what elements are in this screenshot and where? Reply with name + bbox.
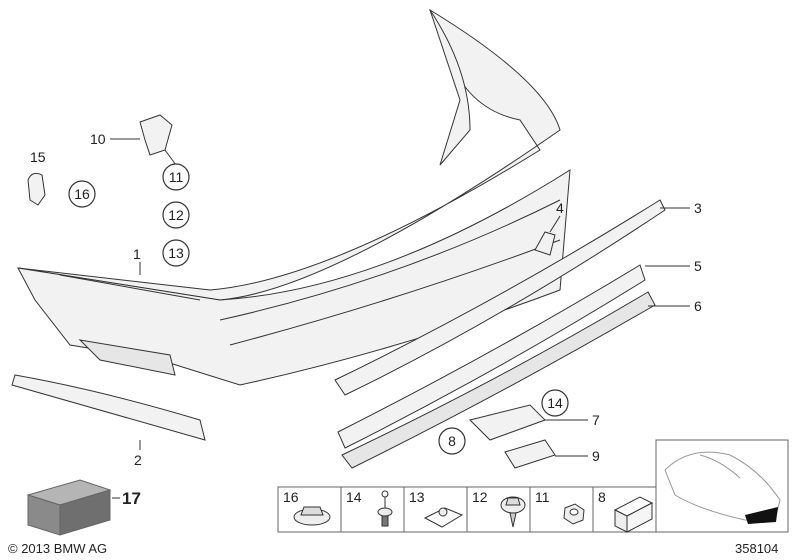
callout-2[interactable]: 2	[134, 452, 142, 468]
bracket-7[interactable]	[469, 404, 546, 441]
callout-11[interactable]: 11	[162, 163, 190, 191]
trim-strip-upper[interactable]	[334, 199, 666, 396]
rear-bumper-panel[interactable]	[17, 8, 571, 386]
callout-label: 13	[168, 245, 184, 261]
expanding-rivet-icon	[377, 490, 393, 527]
legend-label: 8	[598, 489, 606, 505]
callout-10[interactable]: 10	[90, 131, 106, 147]
legend-cell-8[interactable]: 8	[592, 486, 657, 533]
legend-label: 11	[535, 489, 550, 505]
callout-7[interactable]: 7	[592, 412, 600, 428]
callout-label: 8	[448, 433, 456, 449]
callout-13[interactable]: 13	[162, 239, 190, 267]
fastener-legend: 16 14 13 12 11 8	[277, 439, 789, 533]
clip-15[interactable]	[27, 172, 46, 206]
callout-15[interactable]: 15	[30, 149, 46, 165]
callout-16[interactable]: 16	[68, 180, 96, 208]
callout-17[interactable]: 17	[122, 489, 141, 508]
hex-nut-icon	[563, 503, 585, 525]
trim-strip-left[interactable]	[11, 374, 206, 441]
legend-label: 16	[283, 489, 299, 505]
bracket-10[interactable]	[139, 114, 173, 156]
vehicle-locator	[655, 439, 789, 533]
callout-label: 16	[74, 186, 90, 202]
callout-5[interactable]: 5	[694, 258, 702, 274]
copyright: © 2013 BMW AG	[8, 541, 108, 556]
bracket-clip-icon	[613, 496, 654, 533]
legend-cell-16[interactable]: 16	[277, 486, 342, 533]
leader-lines	[110, 138, 690, 499]
legend-cell-13[interactable]: 13	[403, 486, 468, 533]
diagram-number: 358104	[735, 541, 779, 556]
legend-cell-12[interactable]: 12	[466, 486, 531, 533]
bumper-highlight	[745, 507, 778, 524]
callout-4[interactable]: 4	[556, 200, 564, 216]
bracket-9[interactable]	[504, 439, 556, 469]
legend-cell-14[interactable]: 14	[340, 486, 405, 533]
legend-label: 12	[472, 489, 488, 505]
legend-cell-11[interactable]: 11	[529, 486, 594, 533]
callout-3[interactable]: 3	[694, 200, 702, 216]
callout-1[interactable]: 1	[133, 246, 141, 262]
clip-nut-icon	[423, 507, 464, 528]
tow-hook-cover[interactable]	[534, 231, 556, 256]
repair-kit-box[interactable]	[26, 479, 112, 536]
callout-12[interactable]: 12	[162, 201, 190, 229]
collar-nut-icon	[293, 506, 331, 526]
legend-label: 14	[346, 489, 362, 505]
legend-label: 13	[409, 489, 425, 505]
trim-strip-lower[interactable]	[341, 291, 656, 469]
callout-9[interactable]: 9	[592, 448, 600, 464]
callout-6[interactable]: 6	[694, 298, 702, 314]
trim-strip-middle[interactable]	[337, 264, 646, 449]
callout-label: 11	[169, 169, 184, 185]
screw-icon	[500, 496, 526, 528]
callout-14[interactable]: 14	[541, 389, 569, 417]
callout-label: 14	[547, 395, 563, 411]
callout-label: 12	[168, 207, 184, 223]
callout-8[interactable]: 8	[438, 427, 466, 455]
